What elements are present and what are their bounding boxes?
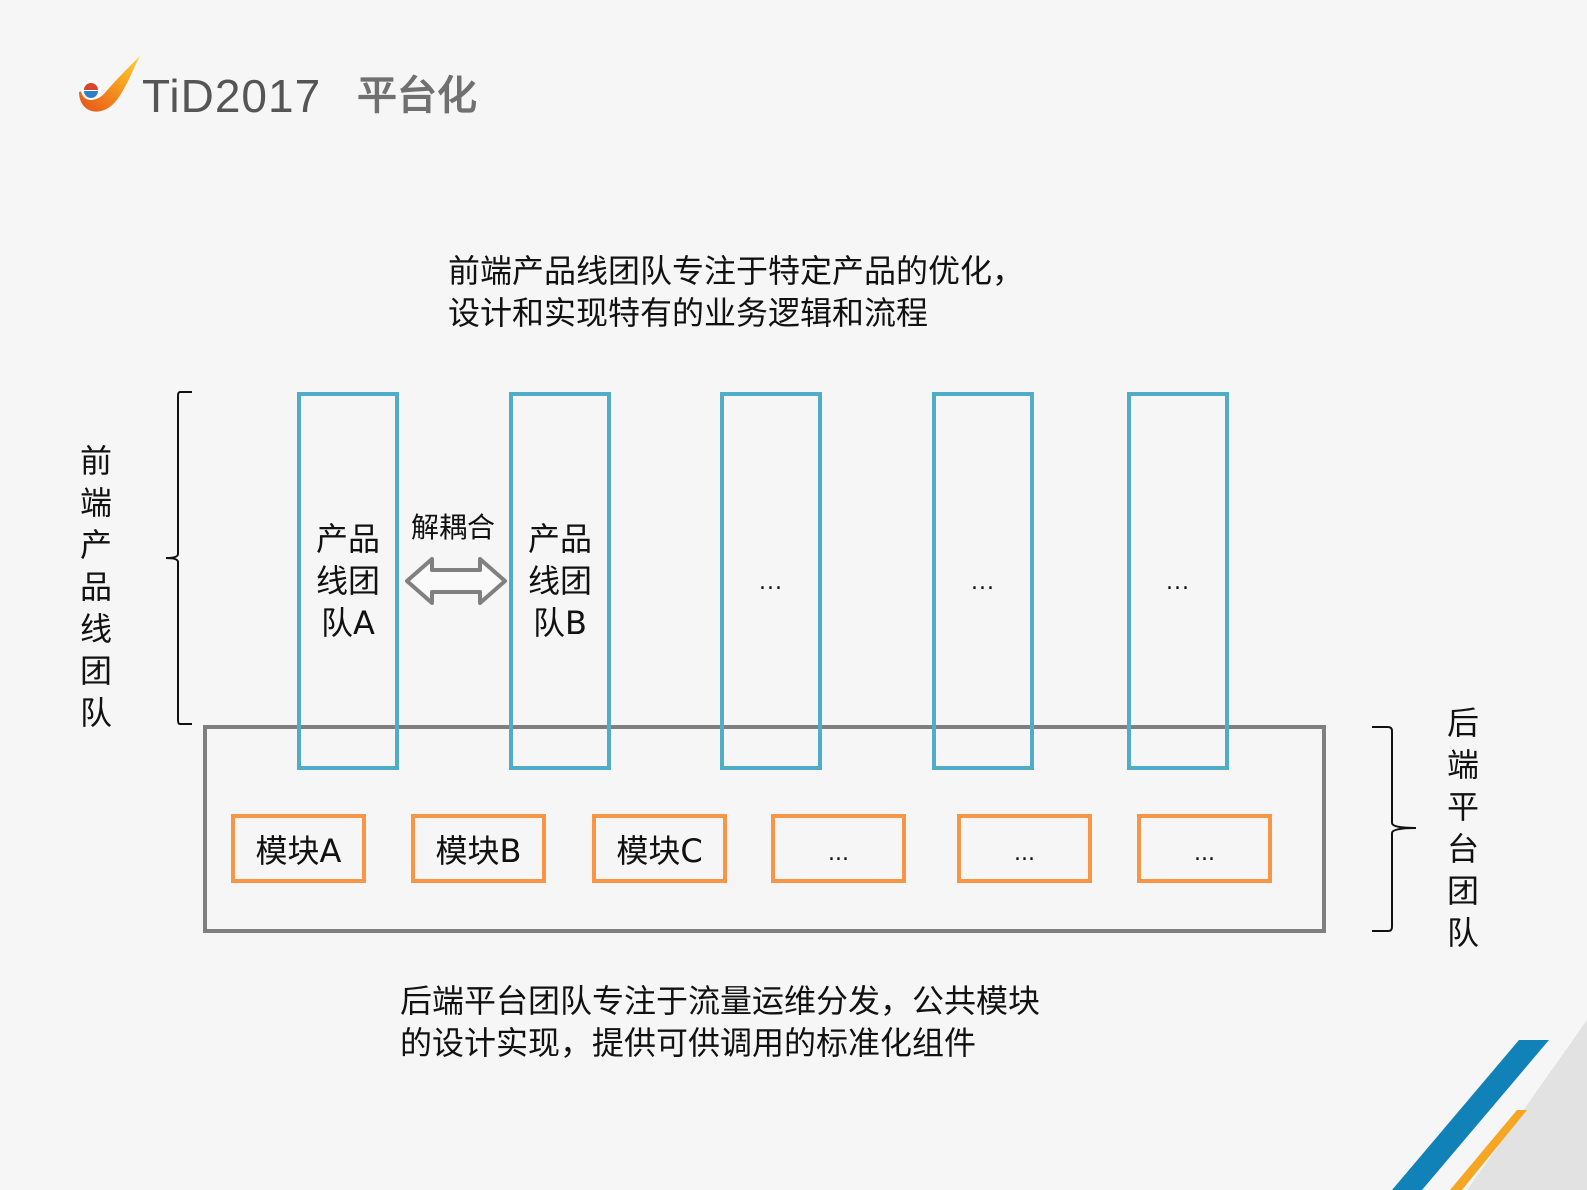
decorative-stripe-top-left	[0, 0, 81, 65]
backend-description: 后端平台团队专注于流量运维分发，公共模块 的设计实现，提供可供调用的标准化组件	[400, 980, 1040, 1064]
left-brace-icon	[165, 391, 192, 725]
label-char: 产	[79, 526, 112, 564]
front-team-label: ...	[1166, 570, 1190, 595]
label-char: 品	[79, 568, 112, 606]
label-char: 队	[1446, 914, 1479, 952]
frontend-teams-label: 前 端 产 品 线 团 队	[76, 440, 116, 734]
module-more: ...	[957, 814, 1092, 883]
right-brace-icon	[1372, 726, 1417, 932]
label-char: 台	[1446, 830, 1479, 868]
description-line: 的设计实现，提供可供调用的标准化组件	[400, 1024, 977, 1062]
backend-team-label: 后 端 平 台 团 队	[1443, 702, 1483, 954]
tid-flame-logo-icon	[79, 56, 140, 112]
front-team-b: 产品线团队B	[509, 392, 611, 770]
description-line: 前端产品线团队专注于特定产品的优化，	[448, 252, 1025, 290]
front-team-label: 产品线团队B	[527, 520, 592, 642]
front-team-label: ...	[759, 570, 783, 595]
label-char: 团	[79, 652, 112, 690]
frontend-description: 前端产品线团队专注于特定产品的优化， 设计和实现特有的业务逻辑和流程	[448, 250, 1024, 334]
label-char: 后	[1446, 704, 1479, 742]
page-title: 平台化	[357, 73, 477, 119]
description-line: 后端平台团队专注于流量运维分发，公共模块	[400, 982, 1041, 1020]
label-char: 团	[1446, 872, 1479, 910]
module-c: 模块C	[592, 814, 727, 883]
module-more: ...	[771, 814, 906, 883]
label-char: 端	[79, 484, 112, 522]
front-team-a: 产品线团队A	[297, 392, 399, 770]
front-team-label: 产品线团队A	[315, 520, 380, 642]
module-more: ...	[1137, 814, 1272, 883]
front-team-more: ...	[1127, 392, 1229, 770]
label-char: 线	[79, 610, 112, 648]
module-b: 模块B	[411, 814, 546, 883]
description-line: 设计和实现特有的业务逻辑和流程	[448, 294, 929, 332]
module-a: 模块A	[231, 814, 366, 883]
front-team-more: ...	[720, 392, 822, 770]
label-char: 前	[79, 442, 112, 480]
label-char: 队	[79, 694, 112, 732]
decoupling-label: 解耦合	[411, 511, 496, 544]
double-arrow-icon	[405, 557, 507, 605]
brand-name: TiD2017	[142, 70, 322, 122]
label-char: 端	[1446, 746, 1479, 784]
label-char: 平	[1446, 788, 1479, 826]
backend-platform-box	[203, 725, 1326, 933]
front-team-label: ...	[971, 570, 995, 595]
front-team-more: ...	[932, 392, 1034, 770]
decorative-stripes-bottom-right	[1392, 1020, 1587, 1190]
